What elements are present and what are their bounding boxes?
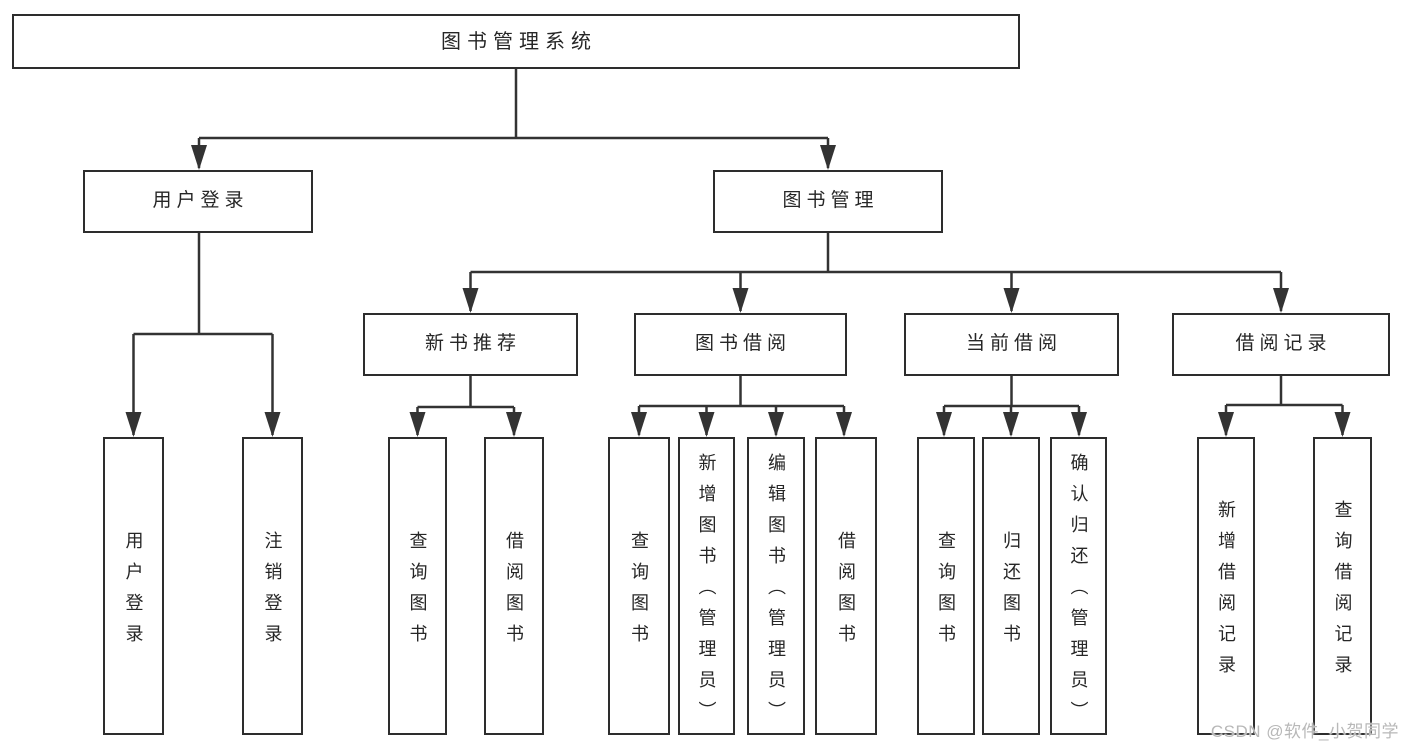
leaf-add-book-admin: 新增图书（管理员） xyxy=(678,437,735,735)
node-label: 新书推荐 xyxy=(424,333,521,355)
leaf-query-books-recommend: 查询图书 xyxy=(388,437,447,735)
node-new-book-recommendation: 新书推荐 xyxy=(363,313,578,376)
node-label: 查询图书 xyxy=(629,530,649,655)
leaf-edit-book-admin: 编辑图书（管理员） xyxy=(747,437,805,735)
leaf-return-book: 归还图书 xyxy=(982,437,1040,735)
leaf-query-books-borrow: 查询图书 xyxy=(608,437,670,735)
node-label: 查询图书 xyxy=(407,530,428,655)
leaf-confirm-return-admin: 确认归还（管理员） xyxy=(1050,437,1107,735)
node-label: 图书管理 xyxy=(782,190,879,212)
leaf-query-books-current: 查询图书 xyxy=(917,437,975,735)
leaf-add-borrow-record: 新增借阅记录 xyxy=(1197,437,1255,735)
node-borrowing-records: 借阅记录 xyxy=(1172,313,1390,376)
leaf-logout: 注销登录 xyxy=(242,437,303,735)
node-library-management-system: 图书管理系统 xyxy=(12,14,1020,69)
node-label: 新增借阅记录 xyxy=(1216,499,1236,686)
node-label: 借阅记录 xyxy=(1235,333,1332,355)
leaf-borrow-book: 借阅图书 xyxy=(815,437,877,735)
leaf-query-borrow-record: 查询借阅记录 xyxy=(1313,437,1372,735)
node-label: 图书管理系统 xyxy=(441,30,597,53)
leaf-user-login: 用户登录 xyxy=(103,437,164,735)
node-label: 图书借阅 xyxy=(694,333,791,355)
node-label: 归还图书 xyxy=(1001,530,1021,655)
node-label: 用户登录 xyxy=(152,190,249,212)
node-label: 当前借阅 xyxy=(965,333,1062,355)
node-label: 确认归还（管理员） xyxy=(1068,453,1089,732)
node-label: 借阅图书 xyxy=(836,530,856,655)
node-label: 编辑图书（管理员） xyxy=(766,453,786,732)
arrowheads xyxy=(125,145,1351,437)
node-user-login: 用户登录 xyxy=(83,170,313,233)
node-label: 借阅图书 xyxy=(504,530,524,655)
node-label: 查询图书 xyxy=(936,530,956,655)
csdn-watermark: CSDN @软件_小贺同学 xyxy=(1210,722,1399,741)
node-book-management: 图书管理 xyxy=(713,170,943,233)
node-current-borrowing: 当前借阅 xyxy=(904,313,1119,376)
node-label: 注销登录 xyxy=(262,530,283,655)
leaf-borrow-books-recommend: 借阅图书 xyxy=(484,437,544,735)
node-label: 新增图书（管理员） xyxy=(696,453,717,732)
connector-strokes xyxy=(132,69,1344,435)
node-book-borrowing: 图书借阅 xyxy=(634,313,847,376)
node-label: 用户登录 xyxy=(123,530,144,655)
node-label: 查询借阅记录 xyxy=(1332,499,1353,686)
